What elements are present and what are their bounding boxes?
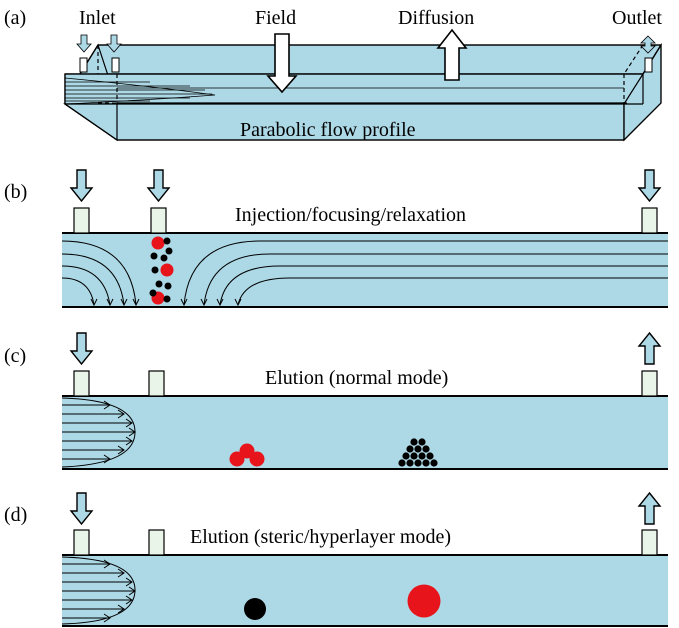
channel-c: [62, 396, 668, 469]
parabolic-flow-profile-label: Parabolic flow profile: [240, 119, 416, 141]
down-arrow-icon: [637, 169, 662, 203]
caption-d: Elution (steric/hyperlayer mode): [190, 526, 451, 548]
particle-black: [150, 252, 158, 260]
panel-b-label: (b): [4, 181, 27, 203]
particle-small-black: [244, 598, 266, 620]
up-arrow-icon: [637, 331, 662, 365]
port-injection-b: [150, 207, 167, 234]
panel-c-label: (c): [4, 345, 26, 367]
caption-c: Elution (normal mode): [265, 367, 448, 389]
inlet-label: Inlet: [79, 7, 116, 29]
panel-a-label: (a): [4, 7, 26, 29]
particle-black: [165, 247, 173, 255]
particle-black: [151, 266, 159, 274]
field-arrow-icon: [266, 33, 298, 94]
particle-black: [160, 254, 168, 262]
down-arrow-icon: [146, 169, 171, 203]
port-inlet-d: [73, 529, 90, 556]
field-label: Field: [255, 7, 296, 29]
panel-d: (d) Elution: [4, 491, 668, 627]
port-outlet-3d: [644, 57, 653, 73]
flow-arrowheads-left: [90, 298, 140, 307]
particle-large-red: [407, 584, 441, 618]
down-arrow-icon: [69, 492, 94, 526]
particle-black: [163, 295, 171, 303]
channel-3d-box: [63, 42, 663, 142]
particle-cluster-b: [149, 236, 174, 305]
parabolic-profile-3d: [64, 77, 216, 105]
parabolic-profile-c: [61, 397, 136, 468]
port-1-3d: [79, 57, 88, 73]
outlet-arrow-double: [640, 35, 656, 54]
particle-black: [164, 282, 172, 290]
particle-red: [160, 263, 174, 277]
up-arrow-icon: [637, 491, 662, 525]
panel-d-label: (d): [4, 504, 27, 526]
flow-arrowheads-right: [180, 298, 242, 307]
particle-black: [163, 237, 171, 245]
panel-b: (b): [4, 169, 668, 308]
port-2-3d: [111, 57, 120, 73]
flow-lines-left: [61, 240, 137, 306]
port-outlet-c: [641, 370, 658, 397]
particle-black: [149, 289, 157, 297]
port-inlet-b: [73, 207, 90, 234]
outlet-label: Outlet: [612, 7, 662, 29]
diffusion-label: Diffusion: [398, 7, 474, 29]
flow-lines-right: [183, 240, 668, 306]
port-outlet-d: [641, 529, 658, 556]
particle-red: [151, 236, 165, 250]
caption-b: Injection/focusing/relaxation: [235, 204, 466, 226]
particle-cluster-red-c: [229, 443, 265, 467]
particle-cluster-black-c: [398, 438, 438, 467]
inlet-arrow-2: [106, 34, 122, 53]
channel-d: [62, 555, 668, 626]
port-injection-c: [148, 370, 165, 397]
diffusion-arrow-icon: [436, 28, 468, 81]
down-arrow-icon: [69, 332, 94, 366]
parabolic-profile-d: [61, 556, 136, 625]
panel-c: (c): [4, 331, 668, 470]
particle-black: [155, 280, 163, 288]
inlet-arrow-1: [76, 34, 92, 53]
down-arrow-icon: [69, 169, 94, 203]
port-outlet-b: [641, 207, 658, 234]
panel-a: (a): [4, 7, 663, 142]
port-injection-d: [148, 529, 165, 556]
port-inlet-c: [73, 370, 90, 397]
